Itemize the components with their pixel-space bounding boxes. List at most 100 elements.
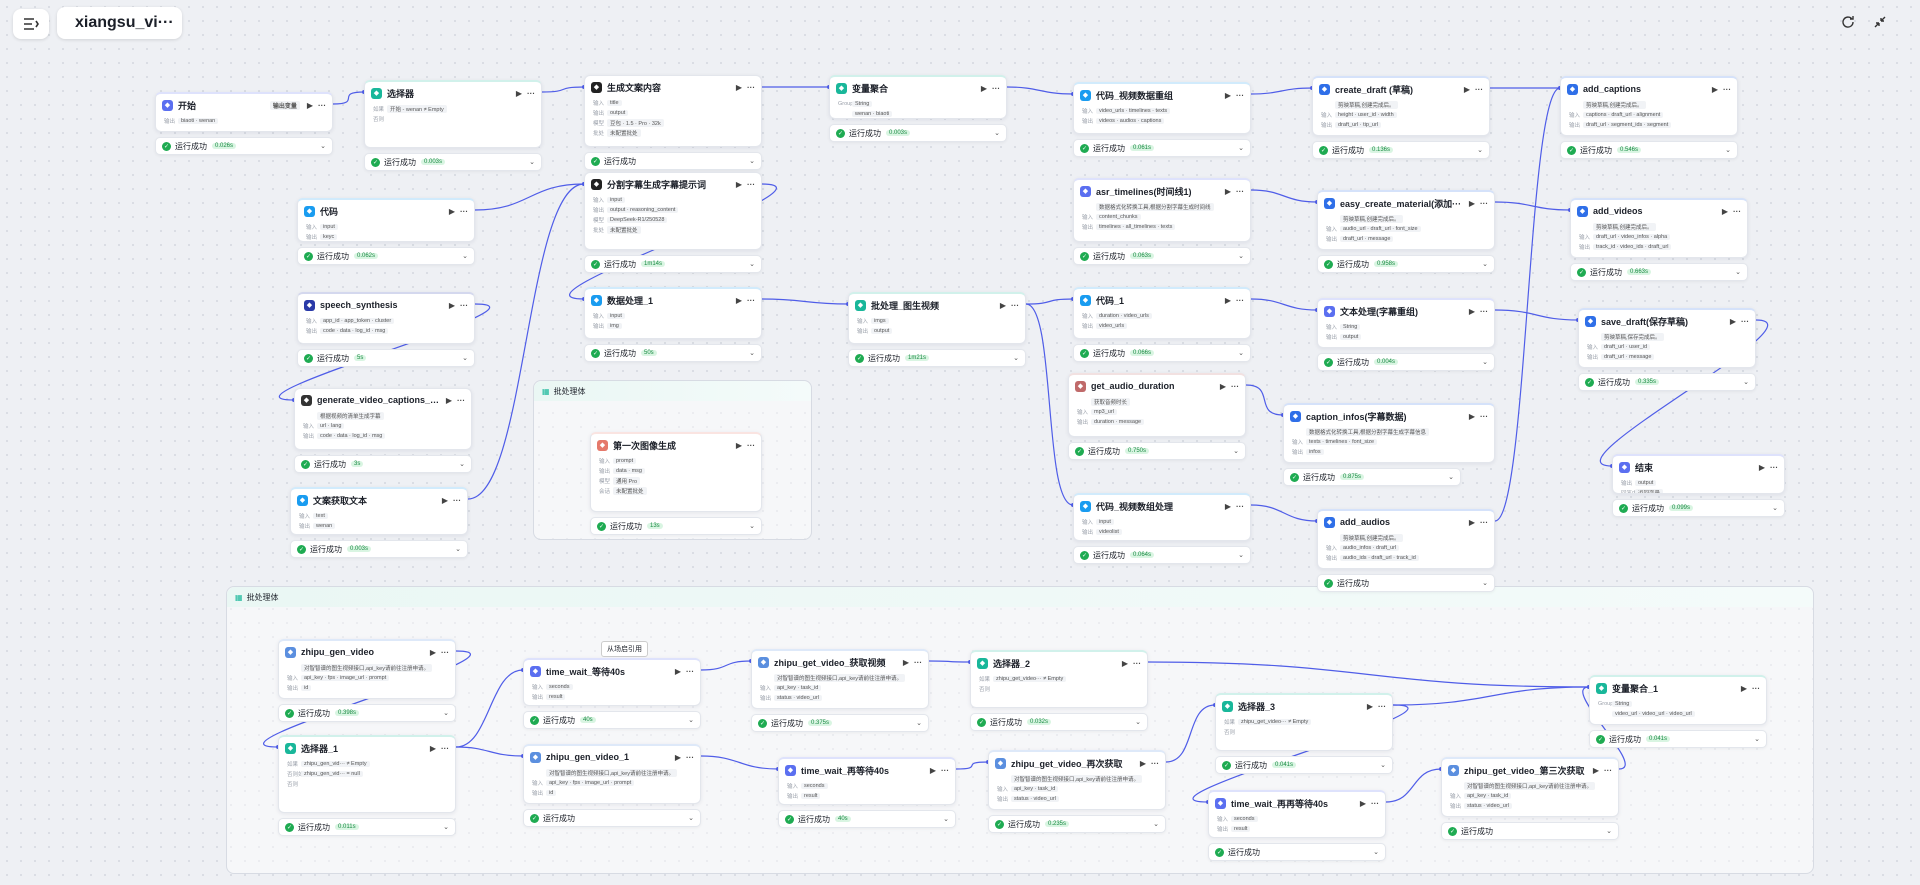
more-icon[interactable]: ···: [1480, 306, 1488, 316]
more-icon[interactable]: ···: [1231, 381, 1239, 391]
chevron-down-icon[interactable]: ⌄: [749, 261, 755, 268]
run-status[interactable]: ✓运行成功⌄: [584, 152, 762, 170]
chevron-down-icon[interactable]: ⌄: [1238, 145, 1244, 152]
workflow-title-button[interactable]: xiangsu_vi···: [57, 7, 182, 39]
more-icon[interactable]: ···: [460, 300, 468, 310]
run-icon[interactable]: ▶: [1224, 295, 1231, 305]
node-ecm[interactable]: ◆easy_create_material(添加···▶···剪映草稿,创建完成…: [1317, 190, 1495, 250]
more-icon[interactable]: ···: [1604, 765, 1612, 775]
more-icon[interactable]: ···: [1011, 300, 1019, 310]
run-icon[interactable]: ▶: [902, 657, 909, 667]
more-icon[interactable]: ···: [1733, 206, 1741, 216]
run-icon[interactable]: ▶: [1758, 462, 1765, 472]
run-icon[interactable]: ▶: [1219, 381, 1226, 391]
chevron-down-icon[interactable]: ⌄: [1743, 379, 1749, 386]
run-icon[interactable]: ▶: [429, 647, 436, 657]
run-icon[interactable]: ▶: [1139, 758, 1146, 768]
more-icon[interactable]: ···: [527, 88, 535, 98]
chevron-down-icon[interactable]: ⌄: [1482, 359, 1488, 366]
chevron-down-icon[interactable]: ⌄: [529, 159, 535, 166]
run-status[interactable]: ✓运行成功⌄: [523, 809, 701, 827]
run-status[interactable]: ✓运行成功⌄: [1208, 843, 1386, 861]
chevron-down-icon[interactable]: ⌄: [1735, 269, 1741, 276]
more-icon[interactable]: ···: [1752, 683, 1760, 693]
chevron-down-icon[interactable]: ⌄: [443, 710, 449, 717]
run-icon[interactable]: ▶: [1359, 798, 1366, 808]
run-icon[interactable]: ▶: [674, 752, 681, 762]
more-icon[interactable]: ···: [747, 440, 755, 450]
more-icon[interactable]: ···: [992, 83, 1000, 93]
more-icon[interactable]: ···: [1480, 517, 1488, 527]
more-icon[interactable]: ···: [318, 100, 326, 110]
run-icon[interactable]: ▶: [1711, 84, 1718, 94]
more-icon[interactable]: ···: [1236, 501, 1244, 511]
chevron-down-icon[interactable]: ⌄: [1482, 261, 1488, 268]
node-asr[interactable]: ◆asr_timelines(时间线1)▶···数据格式化转换工具,根据分割字幕…: [1073, 178, 1251, 242]
collapse-button[interactable]: [1868, 10, 1892, 34]
run-icon[interactable]: ▶: [1721, 206, 1728, 216]
more-icon[interactable]: ···: [1741, 316, 1749, 326]
run-icon[interactable]: ▶: [441, 495, 448, 505]
chevron-down-icon[interactable]: ⌄: [1135, 719, 1141, 726]
run-icon[interactable]: ▶: [1729, 316, 1736, 326]
chevron-down-icon[interactable]: ⌄: [1013, 355, 1019, 362]
run-icon[interactable]: ▶: [735, 82, 742, 92]
chevron-down-icon[interactable]: ⌄: [462, 253, 468, 260]
chevron-down-icon[interactable]: ⌄: [1153, 821, 1159, 828]
chevron-down-icon[interactable]: ⌄: [1482, 580, 1488, 587]
chevron-down-icon[interactable]: ⌄: [943, 816, 949, 823]
more-icon[interactable]: ···: [441, 647, 449, 657]
sidebar-toggle-button[interactable]: [13, 9, 49, 39]
run-icon[interactable]: ▶: [999, 300, 1006, 310]
more-icon[interactable]: ···: [1236, 186, 1244, 196]
chevron-down-icon[interactable]: ⌄: [749, 158, 755, 165]
run-icon[interactable]: ▶: [1224, 186, 1231, 196]
more-icon[interactable]: ···: [686, 666, 694, 676]
chevron-down-icon[interactable]: ⌄: [916, 720, 922, 727]
run-icon[interactable]: ▶: [735, 440, 742, 450]
more-icon[interactable]: ···: [1133, 658, 1141, 668]
chevron-down-icon[interactable]: ⌄: [688, 815, 694, 822]
node-zgv[interactable]: ◆zhipu_gen_video▶···对智智谱的图生视频接口,api_key请…: [278, 639, 456, 699]
run-icon[interactable]: ▶: [445, 395, 452, 405]
node-gvcap[interactable]: ◆generate_video_captions_s···▶···根据视频的清单…: [294, 388, 472, 450]
more-icon[interactable]: ···: [1723, 84, 1731, 94]
run-icon[interactable]: ▶: [448, 206, 455, 216]
chevron-down-icon[interactable]: ⌄: [1238, 350, 1244, 357]
more-icon[interactable]: ···: [747, 179, 755, 189]
run-icon[interactable]: ▶: [1463, 84, 1470, 94]
